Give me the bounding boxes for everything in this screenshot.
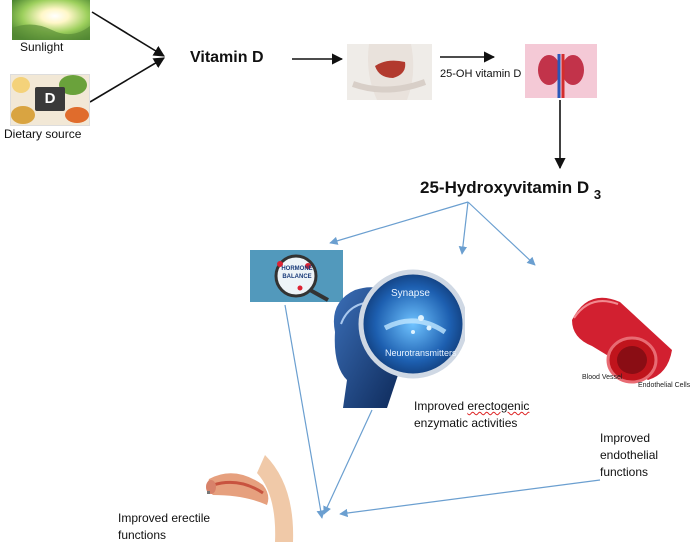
- sunlight-image: [12, 0, 90, 40]
- arrow-hydroxy-to-brain: [458, 201, 469, 255]
- dietary-source-label: Dietary source: [4, 127, 82, 141]
- liver-image: [347, 44, 432, 100]
- enzymatic-activities-text: Improved erectogenic enzymatic activitie…: [414, 398, 529, 432]
- neurotransmitters-label: Neurotransmitters: [385, 348, 457, 358]
- enzymatic-line-2: enzymatic activities: [414, 416, 518, 430]
- erectile-image: [205, 455, 295, 542]
- arrow-hydroxy-to-vessel: [467, 201, 536, 266]
- arrow-hydroxy-to-hormone: [329, 201, 469, 245]
- endothelial-line-1: Improved: [600, 431, 651, 445]
- blood-vessel-label: Blood Vessel: [582, 374, 623, 381]
- arrow-sunlight-to-vitamin-d: [91, 11, 165, 57]
- hydroxyvitamin-main-text: 25-Hydroxyvitamin D: [420, 178, 590, 197]
- kidney-image: [525, 44, 597, 98]
- synapse-label: Synapse: [391, 288, 430, 299]
- vitamin-d-label: Vitamin D: [190, 49, 264, 66]
- hormone-balance-text: HORMONE BALANCE: [281, 266, 313, 280]
- erectile-line-1: Improved erectile: [118, 511, 211, 525]
- enzymatic-line-1-prefix: Improved: [414, 399, 468, 413]
- blood-vessel-image: Blood Vessel Endothelial Cells: [568, 290, 696, 389]
- erectogenic-word: erectogenic: [467, 399, 530, 413]
- oh-vitamin-d-label: 25-OH vitamin D: [440, 68, 522, 80]
- dietary-source-image: D: [10, 74, 90, 126]
- erectile-functions-text: Improved erectile functions: [118, 510, 210, 544]
- arrow-endothelial-to-erectile: [339, 479, 601, 518]
- enzymatic-line-1: Improved erectogenic: [414, 398, 529, 415]
- arrow-brain-to-erectile: [323, 409, 373, 515]
- arrow-diet-to-vitamin-d: [89, 57, 165, 103]
- sunlight-label: Sunlight: [20, 40, 64, 54]
- arrow-hormone-to-erectile: [284, 304, 325, 519]
- brain-neurotransmitter-image: Synapse Neurotransmitters: [325, 262, 468, 408]
- endothelial-functions-text: Improved endothelial functions: [600, 430, 658, 481]
- endothelial-cells-label: Endothelial Cells: [638, 382, 691, 389]
- food-sign-letter: D: [44, 90, 56, 107]
- hydroxyvitamin-subscript: 3: [593, 187, 602, 202]
- hormone-balance-image: HORMONE BALANCE: [250, 250, 343, 302]
- endothelial-line-3: functions: [600, 465, 649, 479]
- endothelial-line-2: endothelial: [600, 448, 659, 462]
- erectile-line-2: functions: [118, 528, 167, 542]
- hydroxyvitamin-d3-label: 25-Hydroxyvitamin D 3: [420, 178, 601, 202]
